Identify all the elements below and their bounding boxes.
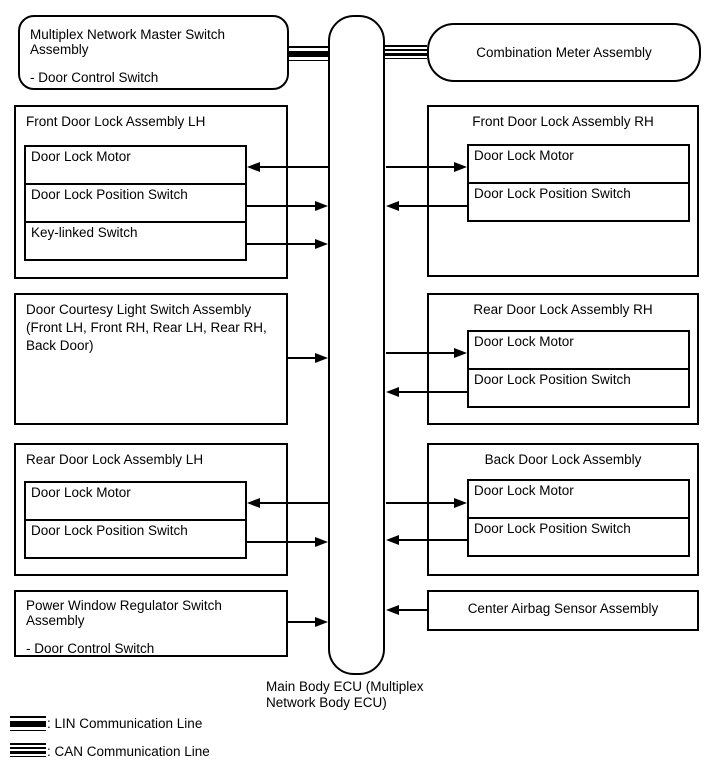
- node-title: Rear Door Lock Assembly RH: [473, 302, 653, 317]
- arrow-line-rear-rh-position: [398, 391, 467, 393]
- arrow-line-front-lh-motor: [258, 166, 328, 168]
- node-title: Multiplex Network Master Switch Assembly: [30, 27, 226, 57]
- component-door-lock-motor: Door Lock Motor: [467, 479, 690, 519]
- arrow-head-left-rear-lh-motor: [247, 498, 260, 508]
- arrow-line-front-rh-motor: [386, 166, 455, 168]
- legend-lin-label: : LIN Communication Line: [47, 716, 203, 731]
- arrow-head-right-back-door-motor: [454, 498, 467, 508]
- component-key-linked-switch: Key-linked Switch: [24, 221, 247, 261]
- node-rear-door-lock-lh: Rear Door Lock Assembly LH Door Lock Mot…: [14, 443, 288, 576]
- node-subtitle: - Door Control Switch: [30, 70, 159, 85]
- arrow-head-left-rear-rh-position: [386, 387, 399, 397]
- main-body-ecu-label: Main Body ECU (Multiplex Network Body EC…: [266, 679, 456, 711]
- arrow-head-left-back-door-position: [386, 535, 399, 545]
- can-line-icon: [10, 743, 46, 757]
- component-door-lock-motor: Door Lock Motor: [24, 145, 247, 185]
- arrow-head-right-front-rh-motor: [454, 162, 467, 172]
- node-door-courtesy-light-switch: Door Courtesy Light Switch Assembly (Fro…: [14, 293, 288, 425]
- node-title: Front Door Lock Assembly LH: [26, 114, 206, 129]
- node-title: Power Window Regulator Switch Assembly: [26, 598, 222, 628]
- arrow-line-power-window: [288, 621, 316, 623]
- node-front-door-lock-rh: Front Door Lock Assembly RH Door Lock Mo…: [427, 105, 699, 277]
- arrow-line-back-door-motor: [386, 502, 455, 504]
- lin-line-icon: [10, 716, 46, 731]
- arrow-head-right-power-window: [315, 617, 328, 627]
- component-door-lock-motor: Door Lock Motor: [467, 144, 690, 184]
- component-door-lock-position-switch: Door Lock Position Switch: [24, 183, 247, 223]
- component-door-lock-motor: Door Lock Motor: [24, 481, 247, 521]
- arrow-line-center-airbag: [398, 609, 427, 611]
- arrow-head-right-front-lh-position: [315, 201, 328, 211]
- node-multiplex-master-switch: Multiplex Network Master Switch Assembly…: [18, 15, 289, 90]
- arrow-line-courtesy: [288, 357, 316, 359]
- node-title: Combination Meter Assembly: [476, 45, 652, 60]
- node-rear-door-lock-rh: Rear Door Lock Assembly RH Door Lock Mot…: [427, 293, 699, 425]
- node-front-door-lock-lh: Front Door Lock Assembly LH Door Lock Mo…: [14, 105, 288, 279]
- node-title: Door Courtesy Light Switch Assembly (Fro…: [26, 302, 267, 353]
- node-title: Center Airbag Sensor Assembly: [467, 601, 659, 616]
- legend-can-label: : CAN Communication Line: [47, 744, 210, 759]
- component-door-lock-position-switch: Door Lock Position Switch: [467, 182, 690, 222]
- arrow-line-front-lh-key: [247, 243, 316, 245]
- node-subtitle: - Door Control Switch: [26, 641, 155, 656]
- arrow-head-right-rear-lh-position: [315, 537, 328, 547]
- arrow-head-left-front-lh-motor: [247, 162, 260, 172]
- node-back-door-lock: Back Door Lock Assembly Door Lock Motor …: [427, 443, 699, 576]
- node-power-window-regulator-switch: Power Window Regulator Switch Assembly -…: [14, 590, 288, 657]
- node-title: Back Door Lock Assembly: [484, 452, 642, 467]
- ecu-label-line1: Main Body ECU (Multiplex: [266, 679, 424, 694]
- arrow-line-front-rh-position: [398, 205, 467, 207]
- arrow-head-left-front-rh-position: [386, 201, 399, 211]
- ecu-label-line2: Network Body ECU): [266, 695, 387, 710]
- component-door-lock-motor: Door Lock Motor: [467, 330, 690, 370]
- node-title: Front Door Lock Assembly RH: [472, 114, 654, 129]
- component-door-lock-position-switch: Door Lock Position Switch: [467, 368, 690, 408]
- arrow-line-front-lh-position: [247, 205, 316, 207]
- arrow-line-rear-lh-position: [247, 541, 316, 543]
- node-combination-meter: Combination Meter Assembly: [427, 23, 701, 82]
- arrow-line-back-door-position: [398, 539, 467, 541]
- main-body-ecu-pillar: [328, 15, 385, 675]
- lin-connector: [289, 46, 328, 61]
- node-center-airbag-sensor: Center Airbag Sensor Assembly: [427, 590, 699, 631]
- component-door-lock-position-switch: Door Lock Position Switch: [24, 519, 247, 559]
- node-title: Rear Door Lock Assembly LH: [26, 452, 204, 467]
- arrow-line-rear-lh-motor: [258, 502, 328, 504]
- arrow-head-right-front-lh-key: [315, 239, 328, 249]
- arrow-head-right-courtesy: [315, 353, 328, 363]
- component-door-lock-position-switch: Door Lock Position Switch: [467, 517, 690, 557]
- arrow-line-rear-rh-motor: [386, 352, 455, 354]
- can-connector: [385, 45, 427, 59]
- arrow-head-right-rear-rh-motor: [454, 348, 467, 358]
- arrow-head-left-center-airbag: [386, 605, 399, 615]
